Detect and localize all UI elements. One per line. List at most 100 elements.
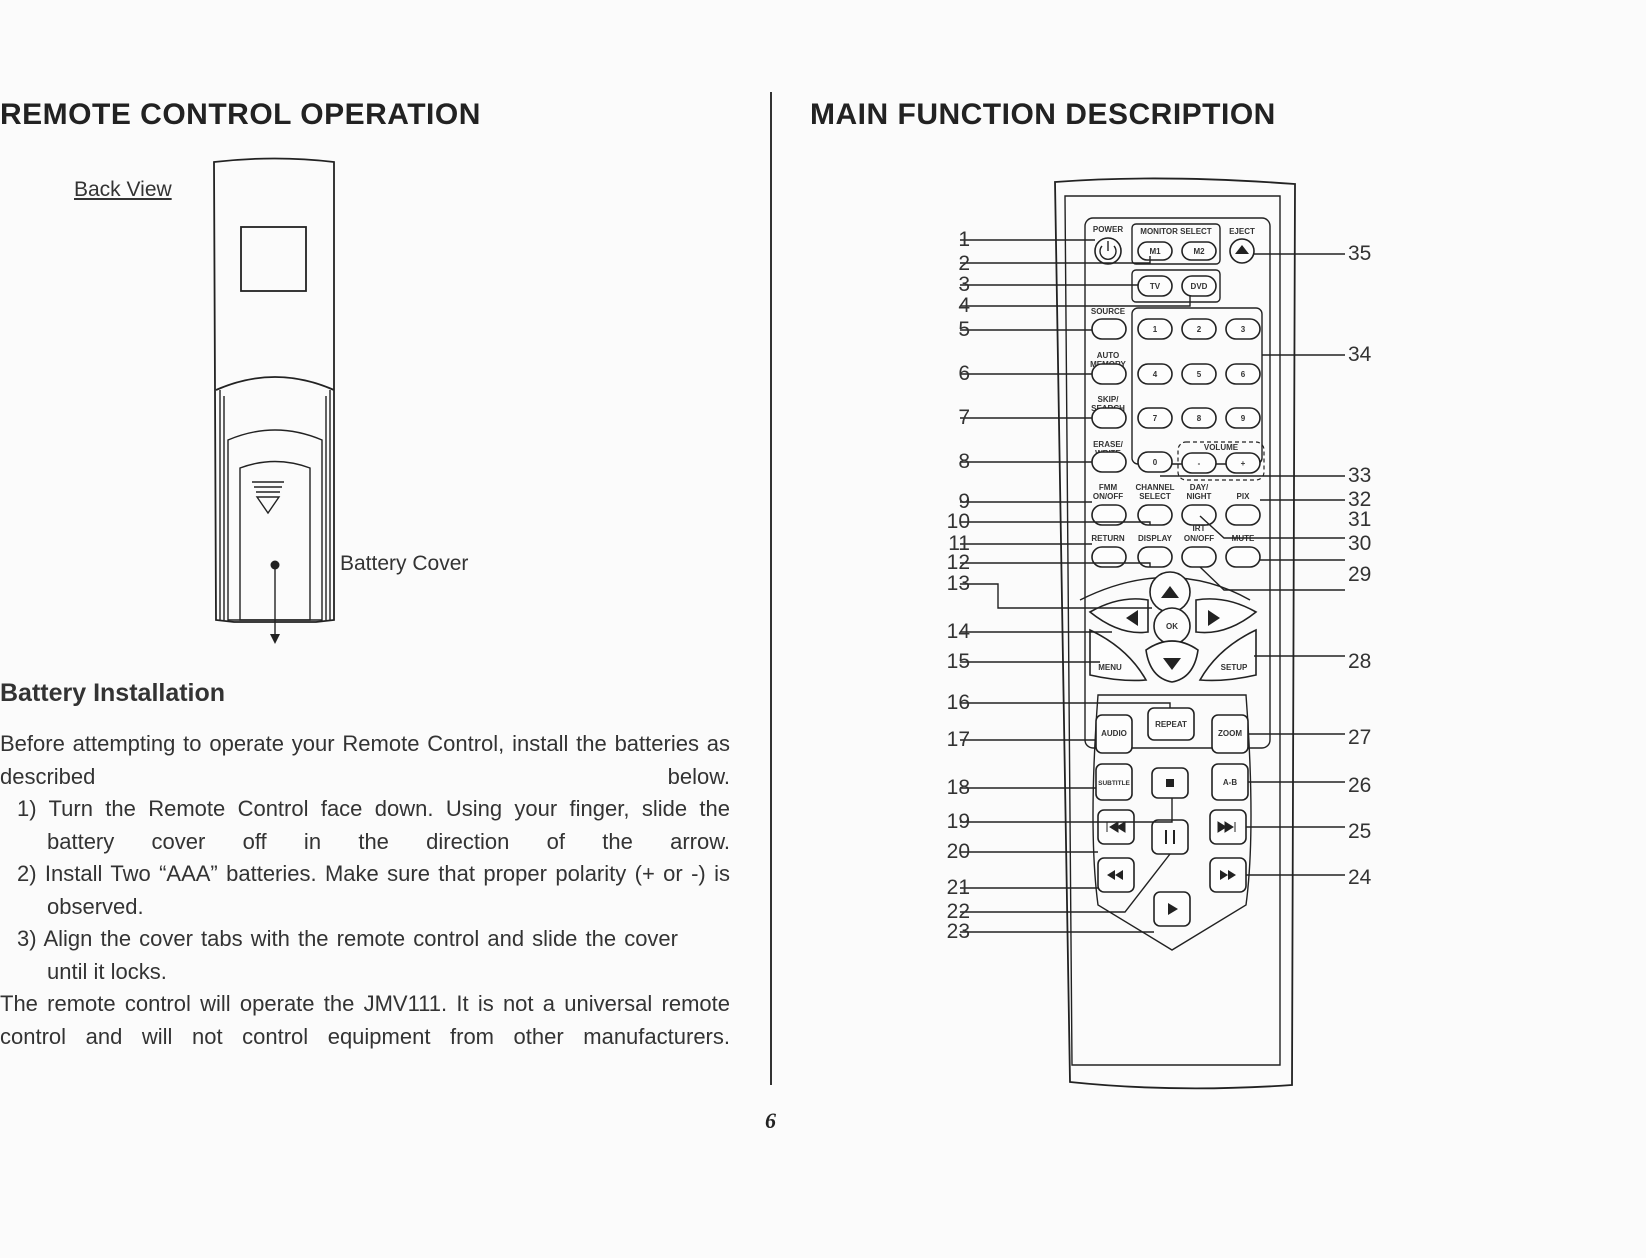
callout-13: 13	[946, 572, 970, 595]
svg-text:9: 9	[1241, 414, 1246, 423]
auto-label: AUTO	[1097, 351, 1120, 360]
ab-repeat-button[interactable]: A-B	[1211, 763, 1249, 801]
digit-4-button[interactable]: 4	[1137, 363, 1173, 385]
svg-text:0: 0	[1153, 458, 1158, 467]
callout-17: 17	[946, 728, 970, 751]
channel-select-button[interactable]	[1137, 504, 1173, 526]
callout-7: 7	[958, 406, 970, 429]
digit-9-button[interactable]: 9	[1225, 407, 1261, 429]
svg-text:8: 8	[1197, 414, 1202, 423]
tv-label: TV	[1150, 282, 1161, 291]
audio-button[interactable]: AUDIO	[1095, 714, 1133, 754]
callout-4: 4	[958, 294, 970, 317]
m1-button[interactable]: M1	[1137, 241, 1173, 261]
nav-down-button[interactable]	[1145, 640, 1199, 683]
pix-button[interactable]	[1225, 504, 1261, 526]
dvd-button[interactable]: DVD	[1181, 275, 1217, 297]
svg-text:SETUP: SETUP	[1221, 663, 1248, 672]
svg-text:-: -	[1198, 459, 1201, 468]
monitor-select-group	[1131, 223, 1221, 265]
subtitle-button[interactable]: SUBTITLE	[1095, 763, 1133, 801]
power-icon	[1099, 245, 1117, 260]
label-recess-icon	[240, 226, 307, 292]
callout-2: 2	[958, 252, 970, 275]
digit-5-button[interactable]: 5	[1181, 363, 1217, 385]
callout-6: 6	[958, 362, 970, 385]
setup-button[interactable]: SETUP	[1198, 628, 1257, 682]
svg-text:MENU: MENU	[1098, 663, 1122, 672]
rewind-icon	[1107, 870, 1123, 880]
callout-25: 25	[1348, 820, 1372, 843]
svg-text:7: 7	[1153, 414, 1158, 423]
left-arrow-icon	[1126, 610, 1138, 626]
digit-3-button[interactable]: 3	[1225, 318, 1261, 340]
nav-right-button[interactable]	[1195, 598, 1258, 634]
return-button[interactable]	[1091, 546, 1127, 568]
digit-8-button[interactable]: 8	[1181, 407, 1217, 429]
leader-lines-right	[1160, 253, 1345, 876]
svg-text:DAY/: DAY/	[1190, 483, 1209, 492]
previous-button[interactable]	[1097, 809, 1135, 845]
callout-19: 19	[946, 810, 970, 833]
svg-text:2: 2	[1197, 325, 1202, 334]
battery-cover-label: Battery Cover	[340, 552, 469, 575]
stop-button[interactable]	[1151, 767, 1189, 799]
digit-7-button[interactable]: 7	[1137, 407, 1173, 429]
pause-button[interactable]	[1151, 819, 1189, 855]
svg-text:IRT: IRT	[1193, 524, 1206, 533]
digit-1-button[interactable]: 1	[1137, 318, 1173, 340]
callout-8: 8	[958, 450, 970, 473]
irt-on-off-button[interactable]	[1181, 546, 1217, 568]
volume-down-button[interactable]: -	[1181, 452, 1217, 474]
eject-icon	[1235, 245, 1249, 254]
callout-20: 20	[946, 840, 970, 863]
source-button[interactable]	[1091, 318, 1127, 340]
erase-write-button[interactable]	[1091, 451, 1127, 473]
display-button[interactable]	[1137, 546, 1173, 568]
skip-search-button[interactable]	[1091, 407, 1127, 429]
right-arrow-icon	[1208, 610, 1220, 626]
digit-6-button[interactable]: 6	[1225, 363, 1261, 385]
menu-button[interactable]: MENU	[1089, 628, 1148, 682]
svg-text:5: 5	[1197, 370, 1202, 379]
callout-12: 12	[946, 551, 970, 574]
auto-memory-button[interactable]	[1091, 363, 1127, 385]
rewind-button[interactable]	[1097, 857, 1135, 893]
play-button[interactable]	[1153, 891, 1191, 927]
day-night-button[interactable]	[1181, 504, 1217, 526]
page-number: 6	[765, 1108, 776, 1133]
power-button[interactable]	[1094, 237, 1122, 265]
ok-button[interactable]: OK	[1153, 607, 1191, 645]
fmm-on-off-button[interactable]	[1091, 504, 1127, 526]
callout-11: 11	[948, 532, 970, 555]
fast-forward-button[interactable]	[1209, 857, 1247, 893]
volume-up-button[interactable]: +	[1225, 452, 1261, 474]
tv-button[interactable]: TV	[1137, 275, 1173, 297]
nav-up-button[interactable]	[1149, 571, 1191, 613]
next-button[interactable]	[1209, 809, 1247, 845]
up-arrow-icon	[1161, 586, 1179, 598]
nav-left-button[interactable]	[1088, 598, 1149, 634]
digit-0-button[interactable]: 0	[1137, 451, 1173, 473]
remote-front-diagram: POWER MONITOR SELECT EJECT M1 M2 TV DVD …	[960, 177, 1345, 1090]
step-3: 3) Align the cover tabs with the remote …	[17, 926, 678, 984]
digit-2-button[interactable]: 2	[1181, 318, 1217, 340]
zoom-button[interactable]: ZOOM	[1211, 714, 1249, 754]
mute-button[interactable]	[1225, 546, 1261, 568]
step-1: 1) Turn the Remote Control face down. Us…	[17, 796, 730, 854]
svg-text:4: 4	[1153, 370, 1158, 379]
svg-text:AUDIO: AUDIO	[1101, 729, 1127, 738]
column-divider	[770, 92, 772, 1085]
callout-35: 35	[1348, 242, 1372, 265]
svg-text:ON/OFF: ON/OFF	[1184, 534, 1214, 543]
callout-32: 32	[1348, 488, 1372, 511]
m2-button[interactable]: M2	[1181, 241, 1217, 261]
svg-text:ZOOM: ZOOM	[1218, 729, 1242, 738]
step-2: 2) Install Two “AAA” batteries. Make sur…	[17, 861, 730, 919]
callout-18: 18	[946, 776, 970, 799]
repeat-button[interactable]: REPEAT	[1147, 707, 1195, 741]
callout-24: 24	[1348, 866, 1372, 889]
svg-text:3: 3	[1241, 325, 1246, 334]
eject-button[interactable]	[1229, 238, 1255, 264]
svg-text:1: 1	[1153, 325, 1158, 334]
